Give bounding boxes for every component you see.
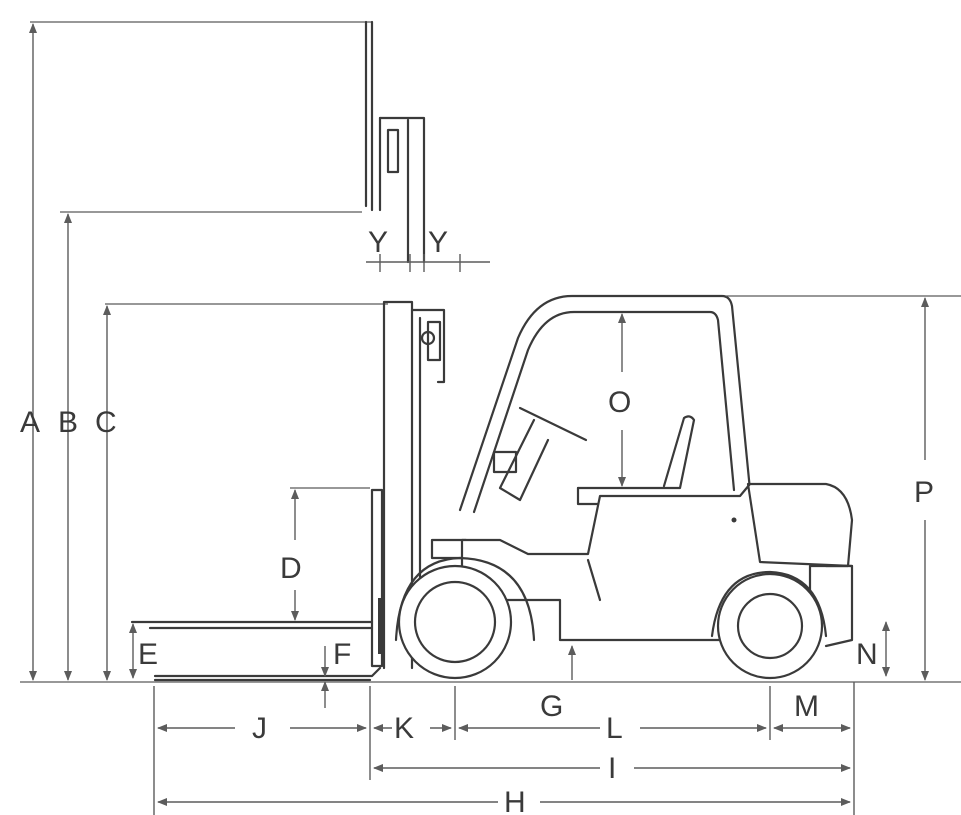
label-P: P xyxy=(914,476,934,509)
label-G: G xyxy=(540,690,563,723)
forks xyxy=(130,598,384,682)
dimension-K xyxy=(369,686,456,780)
label-H: H xyxy=(504,786,526,815)
label-A: A xyxy=(20,406,40,439)
label-L: L xyxy=(606,712,623,745)
label-E: E xyxy=(138,638,158,671)
raised-load xyxy=(30,20,426,264)
front-wheel xyxy=(394,556,536,680)
label-F: F xyxy=(333,638,351,671)
mast xyxy=(105,300,468,670)
cab xyxy=(458,294,961,642)
label-J: J xyxy=(252,712,267,745)
dimension-Y xyxy=(366,254,490,272)
dimension-J xyxy=(153,686,367,815)
label-B: B xyxy=(58,406,78,439)
dimension-M xyxy=(773,682,855,815)
dimension-L xyxy=(458,686,771,740)
label-K: K xyxy=(394,712,414,745)
label-D: D xyxy=(280,552,302,585)
label-C: C xyxy=(95,406,117,439)
rear-wheel xyxy=(710,564,854,680)
label-I: I xyxy=(608,752,616,785)
label-Y-right: Y xyxy=(428,226,448,259)
label-Y-left: Y xyxy=(368,226,388,259)
label-M: M xyxy=(794,690,819,723)
label-O: O xyxy=(608,386,631,419)
label-N: N xyxy=(856,638,878,671)
